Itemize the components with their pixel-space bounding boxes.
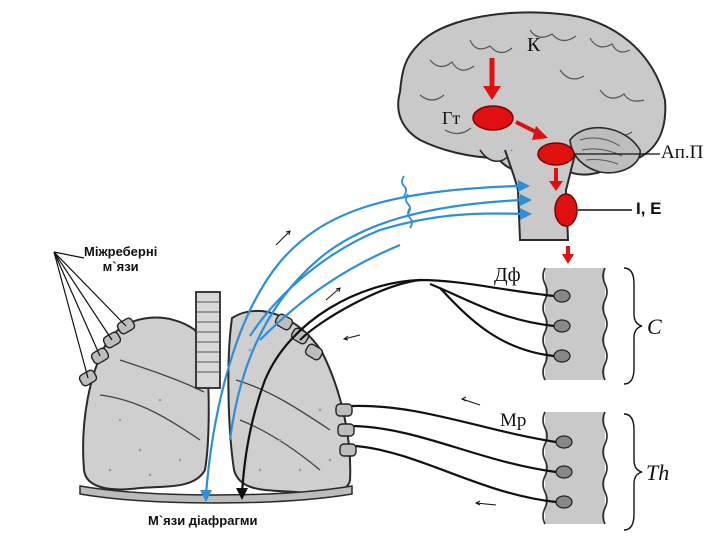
afferent-fibers [204,184,523,495]
red-pathway [472,58,578,264]
thoracic-segment-label: Th [646,460,670,485]
cervical-segment-label: C [647,314,662,339]
apneustic-label: Ап.П [661,142,704,163]
intercostal-muscles-label: Міжреберні м`язи [84,244,157,274]
intercostal-nerve-fibers [351,404,557,504]
spinal-cord-thoracic [542,411,643,531]
intercostal-muscles-label-line2: м`язи [102,259,139,274]
direction-arrows [275,230,497,506]
cortex-label: К [527,34,541,56]
motor-neurons [553,289,573,509]
intercostal-center-label: Мр [500,410,527,431]
ie-nucleus [554,193,578,227]
diaphragm-center-label: Дф [494,264,521,286]
apneustic-nucleus [537,142,575,166]
intercostal-muscles-label-line1: Міжреберні [84,244,158,259]
diaphragm-muscles-label: М`язи діафрагми [148,513,258,528]
phrenic-nerve-fibers [240,278,555,495]
hypothalamus-label: Гт [442,108,461,128]
inspiratory-expiratory-label: I, E [636,199,662,218]
hypothalamus-nucleus [472,105,514,131]
intercostal-muscles [78,313,357,457]
